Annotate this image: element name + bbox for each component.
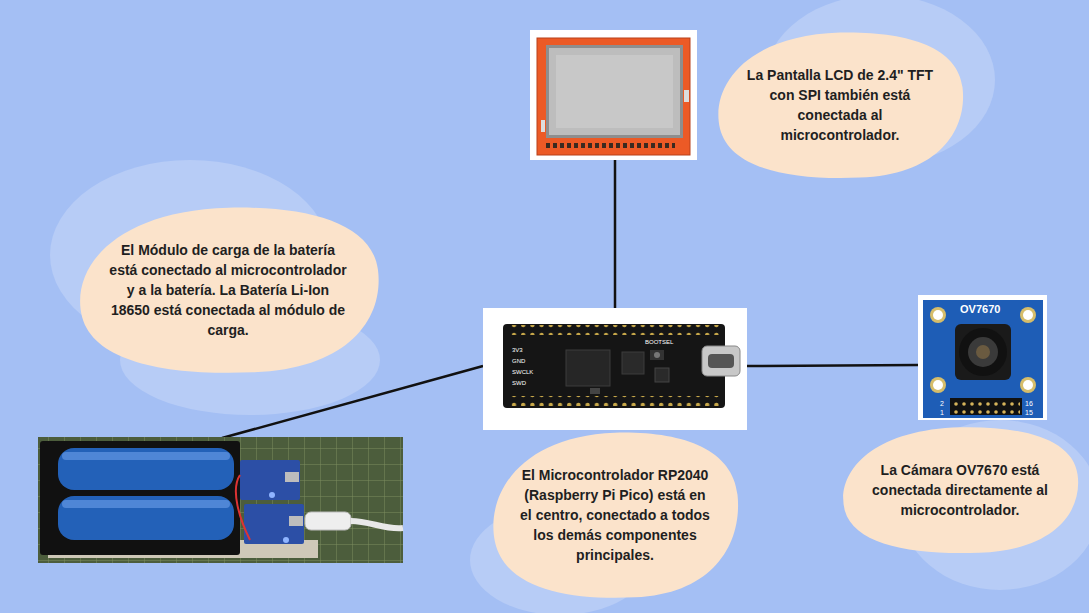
lcd-illustration [530, 30, 697, 160]
callout-text: El Módulo de carga de la batería está co… [106, 240, 351, 340]
part-label: 16 [1025, 400, 1033, 407]
part-label: SWCLK [512, 369, 533, 375]
wire [747, 365, 918, 366]
callout-text: La Cámara OV7670 está conectada directam… [870, 460, 1050, 520]
callout-text: La Pantalla LCD de 2.4" TFT con SPI tamb… [745, 65, 935, 145]
callout-bubble: La Pantalla LCD de 2.4" TFT con SPI tamb… [715, 31, 965, 179]
part-label: BOOTSEL [645, 339, 673, 345]
pico-illustration [483, 308, 747, 430]
battery-illustration [38, 437, 403, 563]
camera-illustration [918, 295, 1047, 420]
part-label: GND [512, 358, 525, 364]
wire [222, 366, 483, 438]
callout-shape [80, 208, 379, 373]
callout-text: El Microcontrolador RP2040 (Raspberry Pi… [520, 465, 710, 565]
callout-blob [715, 31, 965, 179]
part-label: 3V3 [512, 347, 523, 353]
part-label: 1 [940, 409, 944, 416]
part-label: 15 [1025, 409, 1033, 416]
callout-shape [718, 32, 963, 178]
callout-bubble: El Microcontrolador RP2040 (Raspberry Pi… [490, 431, 740, 599]
callout-bubble: La Cámara OV7670 está conectada directam… [840, 426, 1080, 554]
callout-shape [843, 427, 1078, 553]
part-label: 2 [940, 400, 944, 407]
callout-bubble: El Módulo de carga de la batería está co… [76, 206, 381, 374]
callout-shape [493, 433, 738, 598]
part-label: SWD [512, 380, 526, 386]
wire [614, 160, 617, 308]
part-label: OV7670 [960, 304, 1000, 315]
